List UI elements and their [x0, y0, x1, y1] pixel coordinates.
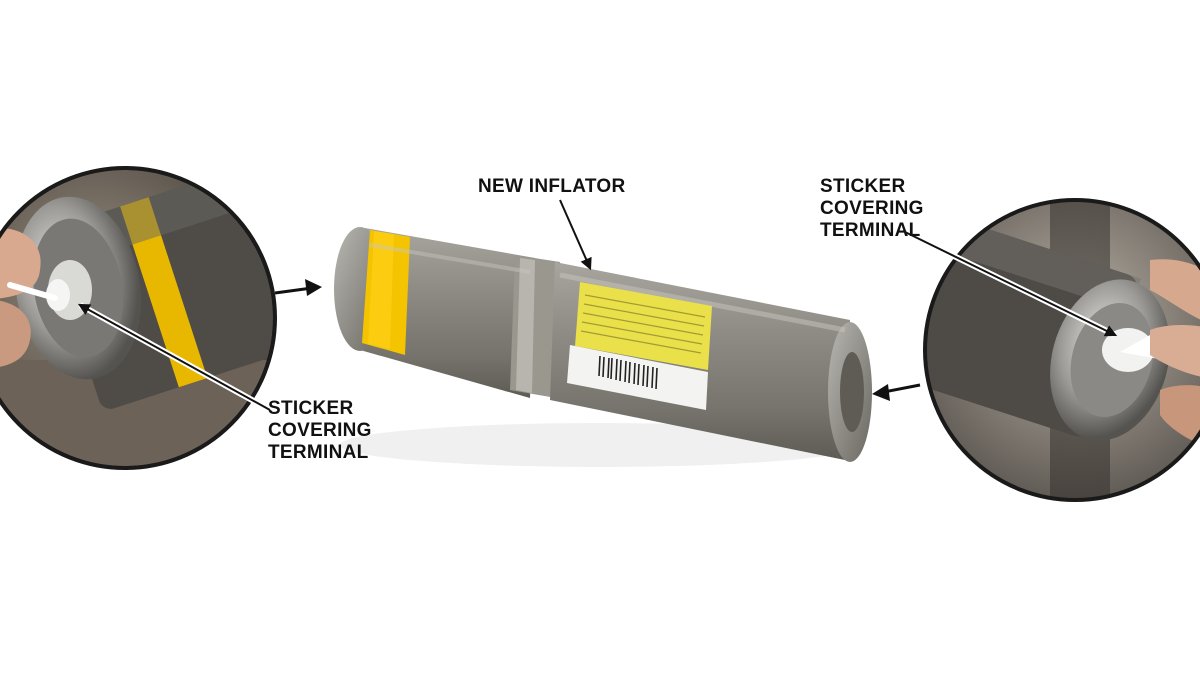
left-sticker-label-line: COVERING — [268, 420, 372, 441]
left-sticker-pointer — [77, 302, 272, 413]
left-sticker-label: STICKER COVERING TERMINAL — [268, 398, 372, 464]
right-sticker-label-line: COVERING — [820, 198, 924, 219]
new-inflator-label: NEW INFLATOR — [478, 176, 626, 198]
right-sticker-pointer — [903, 229, 1118, 338]
new-inflator-pointer — [559, 199, 592, 271]
right-detail-inset — [925, 200, 1200, 500]
right-inset-arrow — [872, 383, 921, 401]
right-sticker-label-line: STICKER — [820, 176, 906, 197]
left-sticker-label-line: STICKER — [268, 398, 354, 419]
inflator-warning-label — [567, 282, 712, 410]
right-sticker-label-line: TERMINAL — [820, 220, 921, 241]
right-sticker-label: STICKER COVERING TERMINAL — [820, 176, 924, 242]
left-sticker-label-line: TERMINAL — [268, 442, 369, 463]
left-detail-inset — [0, 168, 275, 468]
new-inflator-label-text: NEW INFLATOR — [478, 176, 626, 197]
left-inset-arrow — [274, 279, 322, 296]
inflator-cylinder — [334, 227, 872, 467]
